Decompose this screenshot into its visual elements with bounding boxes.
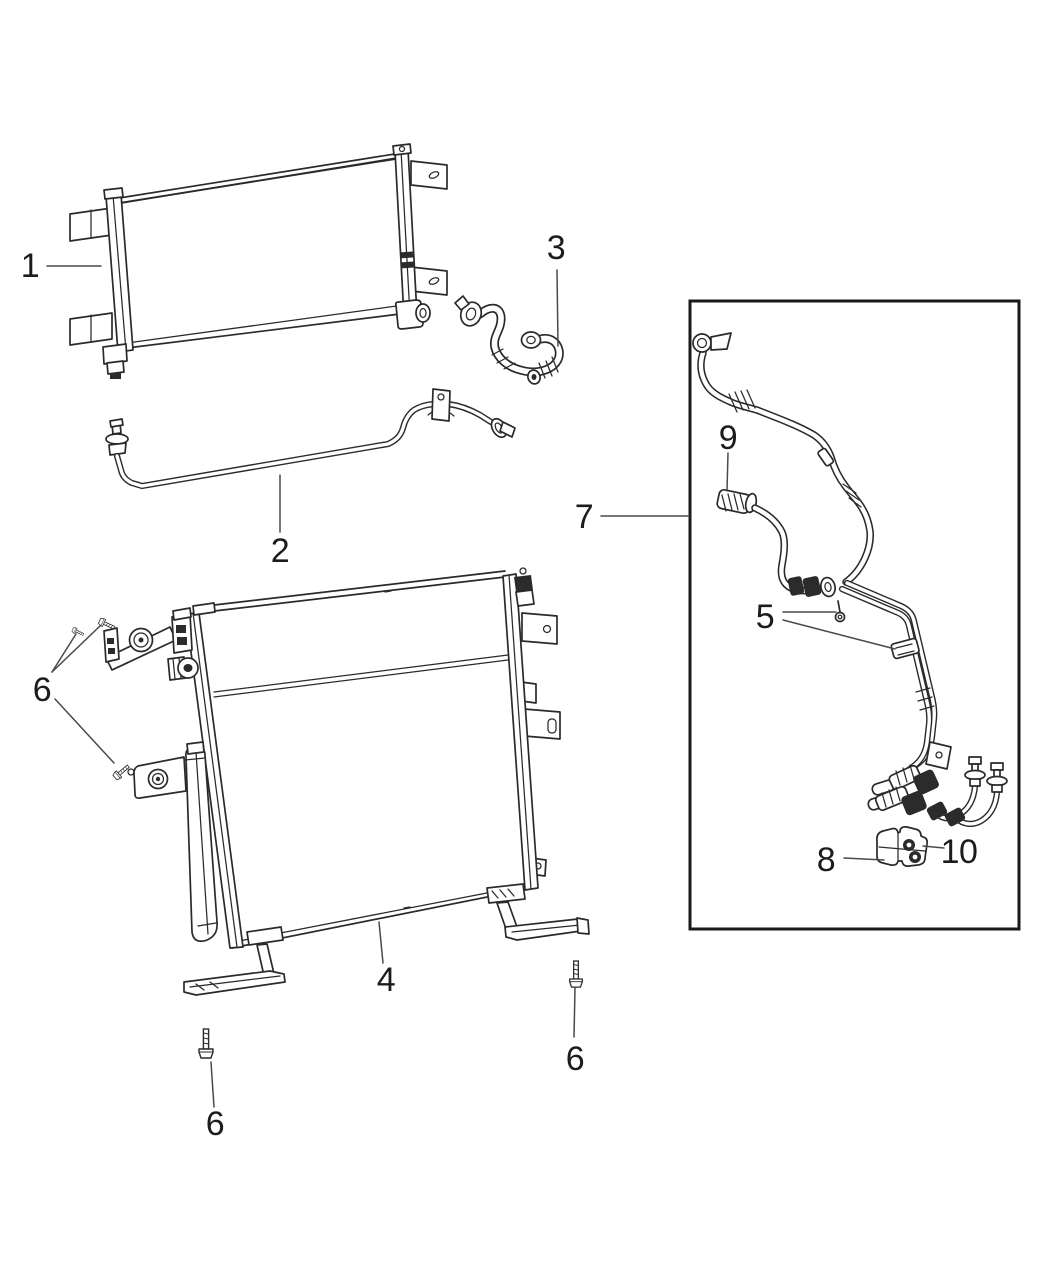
- callout-8: 8: [817, 841, 835, 879]
- callout-7: 7: [575, 498, 593, 536]
- callout-6-right: 6: [566, 1040, 584, 1078]
- callout-6-lower-left: 6: [206, 1105, 224, 1143]
- callout-5: 5: [756, 598, 774, 636]
- callout-2: 2: [271, 532, 289, 570]
- part-1-auxiliary-oil-cooler: [69, 143, 448, 379]
- part-4-cooler-assembly: [103, 567, 590, 996]
- callout-6-upper-left: 6: [33, 671, 51, 709]
- part-3-oil-cooler-hose: [454, 295, 564, 385]
- part-7-line-assembly-detail-box: [688, 299, 1021, 931]
- callout-4: 4: [377, 961, 395, 999]
- detail-box-border: [688, 299, 1021, 931]
- callout-10: 10: [941, 833, 978, 871]
- part-8-tube-clamp: [876, 826, 929, 867]
- callout-1: 1: [21, 247, 39, 285]
- callout-9: 9: [719, 419, 737, 457]
- callout-leader-lines: [46, 265, 945, 1108]
- part-2-oil-cooler-tube: [105, 388, 516, 490]
- callout-labels: 1 2 3 4 5 6 6 6 7 8 9 10: [21, 229, 978, 1143]
- callout-3: 3: [547, 229, 565, 267]
